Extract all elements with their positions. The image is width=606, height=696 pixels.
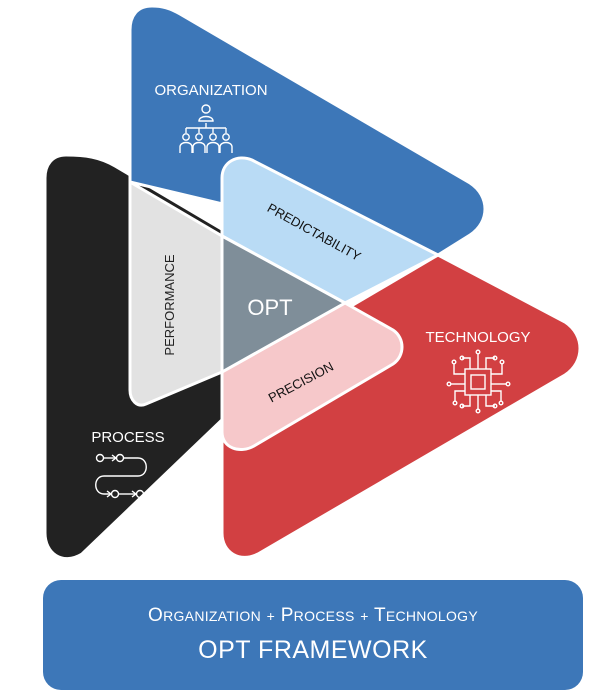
banner-tech-initial: T — [373, 605, 386, 626]
banner-proc-rest: ROCESS — [293, 608, 355, 624]
opt-framework-banner: ORGANIZATION + PROCESS + TECHNOLOGY OPT … — [43, 580, 583, 690]
org-chart-icon — [179, 104, 233, 153]
banner-subtitle: ORGANIZATION + PROCESS + TECHNOLOGY — [148, 603, 478, 629]
banner-plus-1: + — [266, 608, 276, 624]
banner-plus-2: + — [360, 608, 369, 624]
opt-venn-diagram: ORGANIZATION TECHNOLOGY PROCESS PERFORMA… — [43, 4, 582, 560]
process-label: PROCESS — [91, 429, 164, 446]
technology-label: TECHNOLOGY — [425, 329, 530, 346]
banner-title: OPT FRAMEWORK — [198, 636, 428, 664]
banner-org-rest: RGANIZATION — [163, 608, 262, 624]
opt-center-label: OPT — [247, 295, 292, 320]
banner-proc-initial: P — [280, 605, 294, 626]
organization-label: ORGANIZATION — [154, 82, 267, 99]
predictability-region — [220, 156, 440, 305]
circuit-chip-icon — [446, 349, 511, 414]
banner-org-initial: O — [147, 605, 164, 626]
workflow-icon — [95, 453, 147, 499]
performance-label: PERFORMANCE — [162, 254, 177, 355]
banner-tech-rest: ECHNOLOGY — [385, 608, 479, 624]
opt-center-region — [220, 234, 347, 374]
performance-region — [128, 180, 224, 407]
organization-triangle — [128, 4, 487, 257]
precision-region — [220, 301, 404, 451]
